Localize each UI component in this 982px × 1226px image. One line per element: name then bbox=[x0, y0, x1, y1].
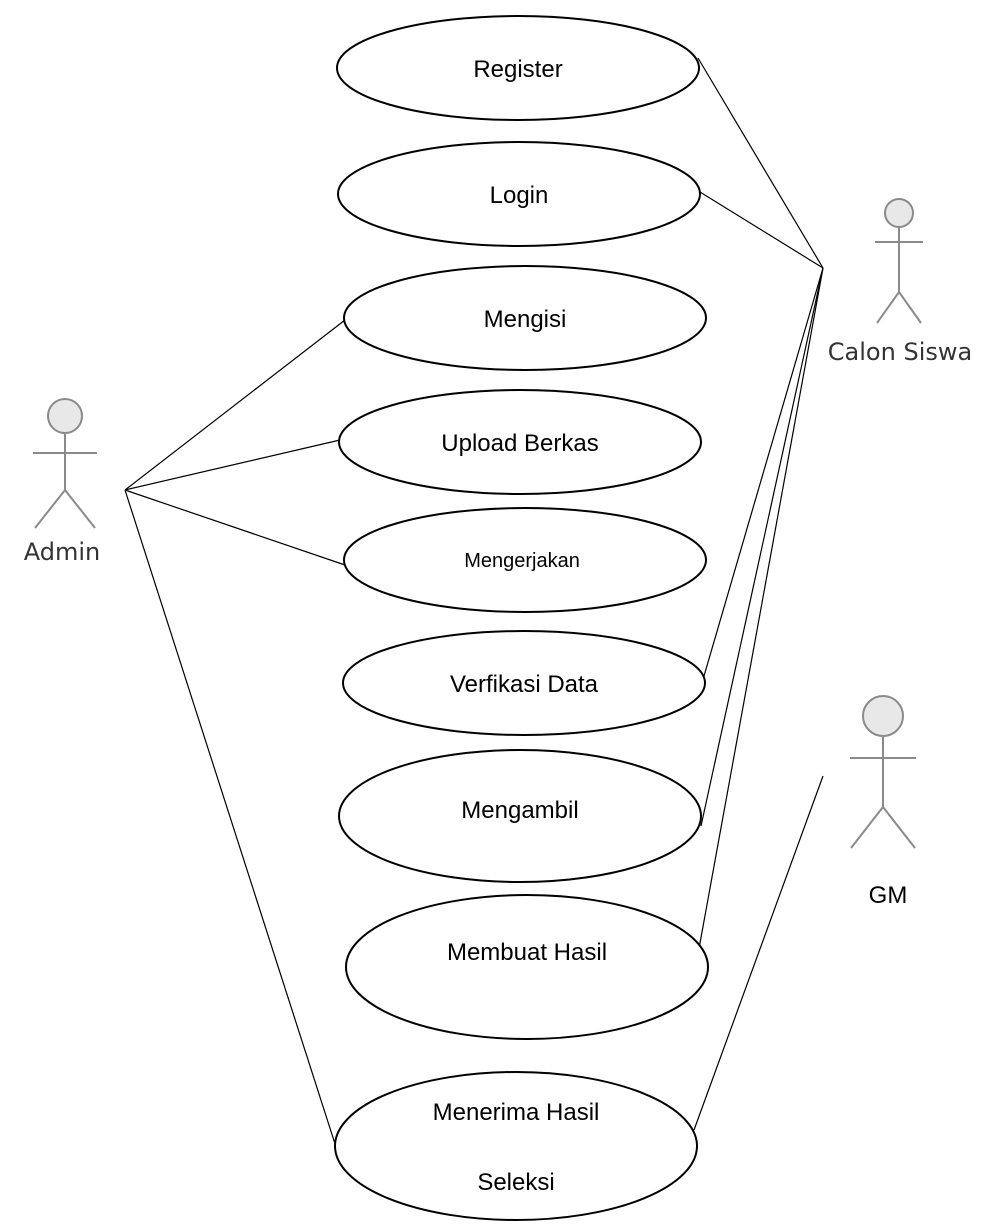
actor-label: GM bbox=[869, 882, 908, 909]
stick-figure-icon bbox=[850, 695, 916, 849]
actor-gm[interactable]: GM bbox=[850, 695, 916, 909]
use-case-label: Mengerjakan bbox=[464, 550, 580, 572]
use-case-menerima-hasil-seleksi[interactable]: Menerima Hasil Seleksi bbox=[334, 1071, 698, 1221]
use-case-label: Login bbox=[490, 182, 549, 209]
use-case-upload-berkas[interactable]: Upload Berkas bbox=[338, 389, 702, 495]
calon-siswa-associations bbox=[695, 57, 824, 966]
actor-admin[interactable]: Admin bbox=[24, 398, 101, 566]
assoc-siswa-register bbox=[697, 57, 824, 269]
assoc-admin-mengerjakan bbox=[124, 489, 346, 566]
use-case-label: Mengisi bbox=[484, 306, 567, 333]
admin-associations bbox=[124, 319, 346, 1151]
use-case-membuat-hasil[interactable]: Membuat Hasil bbox=[345, 894, 709, 1040]
use-case-mengisi[interactable]: Mengisi bbox=[343, 265, 707, 371]
assoc-siswa-mengambil bbox=[700, 267, 824, 827]
use-case-label-line-1: Menerima Hasil bbox=[433, 1099, 600, 1126]
assoc-siswa-login bbox=[699, 191, 824, 269]
assoc-siswa-verifikasi bbox=[703, 267, 824, 677]
actor-calon-siswa[interactable]: Calon Siswa bbox=[828, 198, 972, 366]
assoc-admin-mengisi bbox=[124, 319, 346, 491]
assoc-siswa-membuat-hasil bbox=[695, 267, 824, 966]
use-case-label: Mengambil bbox=[461, 797, 578, 824]
use-case-label: Verfikasi Data bbox=[450, 671, 599, 698]
actor-label: Calon Siswa bbox=[828, 338, 972, 366]
use-case-label-line-2: Seleksi bbox=[477, 1169, 554, 1196]
stick-figure-icon bbox=[33, 398, 97, 529]
assoc-admin-menerima-hasil bbox=[124, 489, 338, 1151]
actor-label: Admin bbox=[24, 538, 101, 566]
use-case-register[interactable]: Register bbox=[336, 15, 700, 121]
use-case-label: Register bbox=[473, 56, 562, 83]
use-case-mengambil[interactable]: Mengambil bbox=[338, 749, 702, 883]
use-case-login[interactable]: Login bbox=[337, 141, 701, 247]
stick-figure-icon bbox=[875, 198, 923, 324]
assoc-gm-menerima-hasil bbox=[693, 775, 824, 1131]
assoc-admin-upload-berkas bbox=[124, 439, 341, 491]
use-case-label: Upload Berkas bbox=[441, 430, 598, 457]
use-case-verifikasi-data[interactable]: Verfikasi Data bbox=[342, 630, 706, 736]
use-case-label: Membuat Hasil bbox=[447, 939, 607, 966]
use-case-mengerjakan[interactable]: Mengerjakan bbox=[343, 507, 707, 613]
